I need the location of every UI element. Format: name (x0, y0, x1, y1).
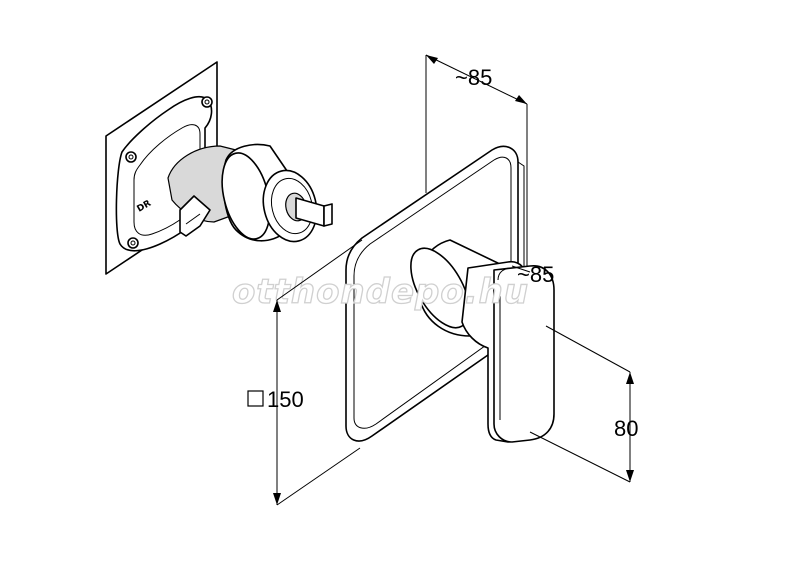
square-symbol (247, 390, 264, 407)
plate-size-label: 150 (267, 387, 304, 412)
depth-label: ~85 (455, 65, 492, 90)
dimension-handle-height: 80 (529, 325, 638, 483)
handle-depth-label: ~85 (517, 262, 554, 287)
dimension-plate-size: 150 (247, 239, 363, 506)
dimension-handle-depth: ~85 (511, 262, 554, 287)
lever-handle (410, 239, 555, 443)
valve-clip (179, 195, 211, 237)
bolt-hole (127, 237, 139, 249)
handle-height-label: 80 (614, 416, 638, 441)
handle-grip (493, 265, 555, 443)
bolt-hole (125, 151, 137, 163)
bolt-hole (201, 96, 213, 108)
concealed-valve-body: DR (105, 61, 333, 275)
dimension-depth-top: ~85 (425, 54, 528, 105)
watermark: otthondepo.hu (232, 272, 529, 312)
